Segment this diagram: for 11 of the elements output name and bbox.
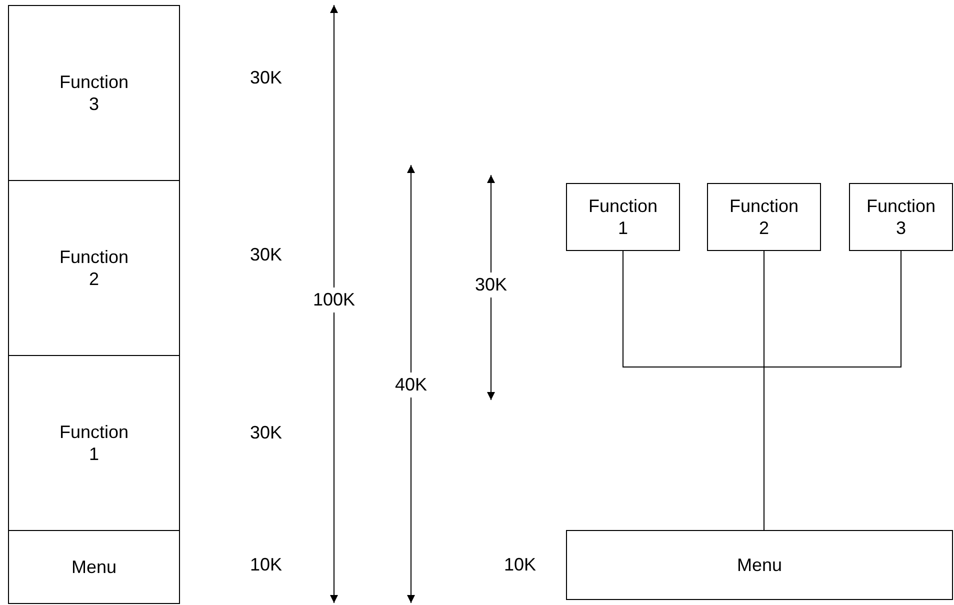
memory-block: Function 1	[8, 355, 180, 531]
memory-block: Function 3	[8, 5, 180, 181]
dimension-label: 100K	[312, 288, 356, 312]
memory-block: Menu	[8, 530, 180, 604]
memory-block: Function 1	[566, 183, 680, 251]
memory-block: Function 3	[849, 183, 953, 251]
dimension-label: 30K	[474, 272, 508, 298]
memory-block: Function 2	[8, 180, 180, 356]
dimension-label: 40K	[394, 372, 428, 398]
memory-block: Menu	[566, 530, 953, 600]
memory-block: Function 2	[707, 183, 821, 251]
